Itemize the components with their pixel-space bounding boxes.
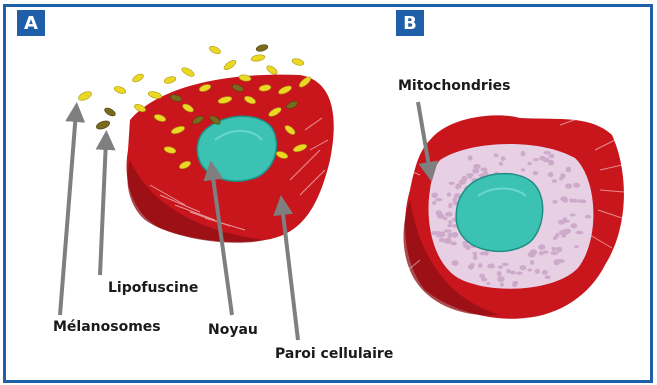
mitochondrion [549,154,555,159]
mitochondrion [472,252,477,255]
mitochondrion [560,196,568,201]
mitochondrion [516,272,522,275]
arrow-melanosomes [60,112,76,315]
mitochondrion [543,158,550,163]
mitochondrion [570,214,576,217]
cell-b [404,115,625,318]
mitochondrion [575,231,583,234]
mitochondrion [560,173,565,178]
mitochondrion [521,168,526,171]
mitochondrion [472,168,479,173]
mitochondrion [552,200,557,204]
arrow-lipofuscine [100,140,106,275]
mitochondrion [447,192,451,196]
mitochondrion [554,259,560,265]
label-melanosomes: Mélanosomes [53,319,161,335]
mitochondrion [573,183,580,188]
mitochondrion [527,269,532,272]
mitochondrion [520,265,527,270]
mitochondrion [452,232,458,238]
mitochondrion [501,156,506,161]
mitochondrion [565,183,572,188]
mitochondrion [581,200,586,204]
mitochondrion [572,199,577,203]
mitochondrion [545,275,551,279]
mitochondrion [499,162,503,166]
mitochondrion [432,201,436,205]
nucleus-a [197,116,276,181]
mitochondrion [448,233,452,238]
nucleus-b [456,174,543,252]
mitochondrion [498,265,503,268]
mitochondrion [473,164,481,169]
mitochondrion [436,210,442,215]
mitochondrion [566,167,572,173]
mitochondrion [468,155,473,160]
mitochondrion [480,168,487,172]
mitochondrion [585,215,591,219]
mitochondrion [455,184,459,190]
mitochondrion [512,282,517,287]
mitochondrion [444,241,451,244]
mitochondrion [548,172,554,177]
mitochondrion [473,254,477,260]
mitochondrion [539,251,544,255]
mitochondrion [466,173,473,176]
mitochondrion [449,182,455,185]
label-mitochondries: Mitochondries [398,78,510,94]
mitochondrion [552,247,556,251]
mitochondrion [444,229,452,232]
mitochondrion [468,264,474,269]
mitochondrion [535,269,540,274]
mitochondrion [497,276,504,282]
mitochondrion [556,247,563,250]
mitochondrion [506,269,510,273]
label-lipofuscine: Lipofuscine [108,280,198,296]
mitochondrion [555,233,559,238]
mitochondrion [551,251,559,255]
mitochondrion [527,162,531,166]
mitochondrion [559,230,565,235]
mitochondrion [544,151,551,155]
mitochondrion [450,242,457,246]
label-paroi: Paroi cellulaire [275,346,393,362]
mitochondrion [502,263,509,266]
mitochondrion [447,224,453,227]
mitochondrion [452,260,459,266]
mitochondrion [462,176,468,182]
mitochondrion [435,198,442,201]
mitochondrion [542,270,548,275]
mitochondrion [448,203,452,209]
mitochondrion [571,223,578,228]
mitochondrion [445,212,453,217]
mitochondrion [552,179,557,183]
mitochondrion [487,264,495,269]
mitochondrion [521,151,526,156]
mitochondrion [480,252,487,256]
mitochondrion [530,249,537,255]
mitochondrion [479,274,485,279]
mitochondrion [486,282,490,285]
mitochondrion [478,263,482,268]
mitochondrion [439,238,445,242]
mitochondrion [530,260,534,265]
mitochondrion [465,244,470,250]
mitochondrion [538,244,545,250]
mitochondrion [436,234,442,237]
mitochondrion [533,171,538,175]
label-noyau: Noyau [208,322,258,338]
mitochondrion [563,217,567,221]
mitochondrion [494,153,499,157]
mitochondrion [431,193,438,198]
mitochondrion [500,283,504,287]
mitochondrion [574,245,578,248]
mitochondrion [533,158,539,161]
mitochondrion [497,271,502,276]
